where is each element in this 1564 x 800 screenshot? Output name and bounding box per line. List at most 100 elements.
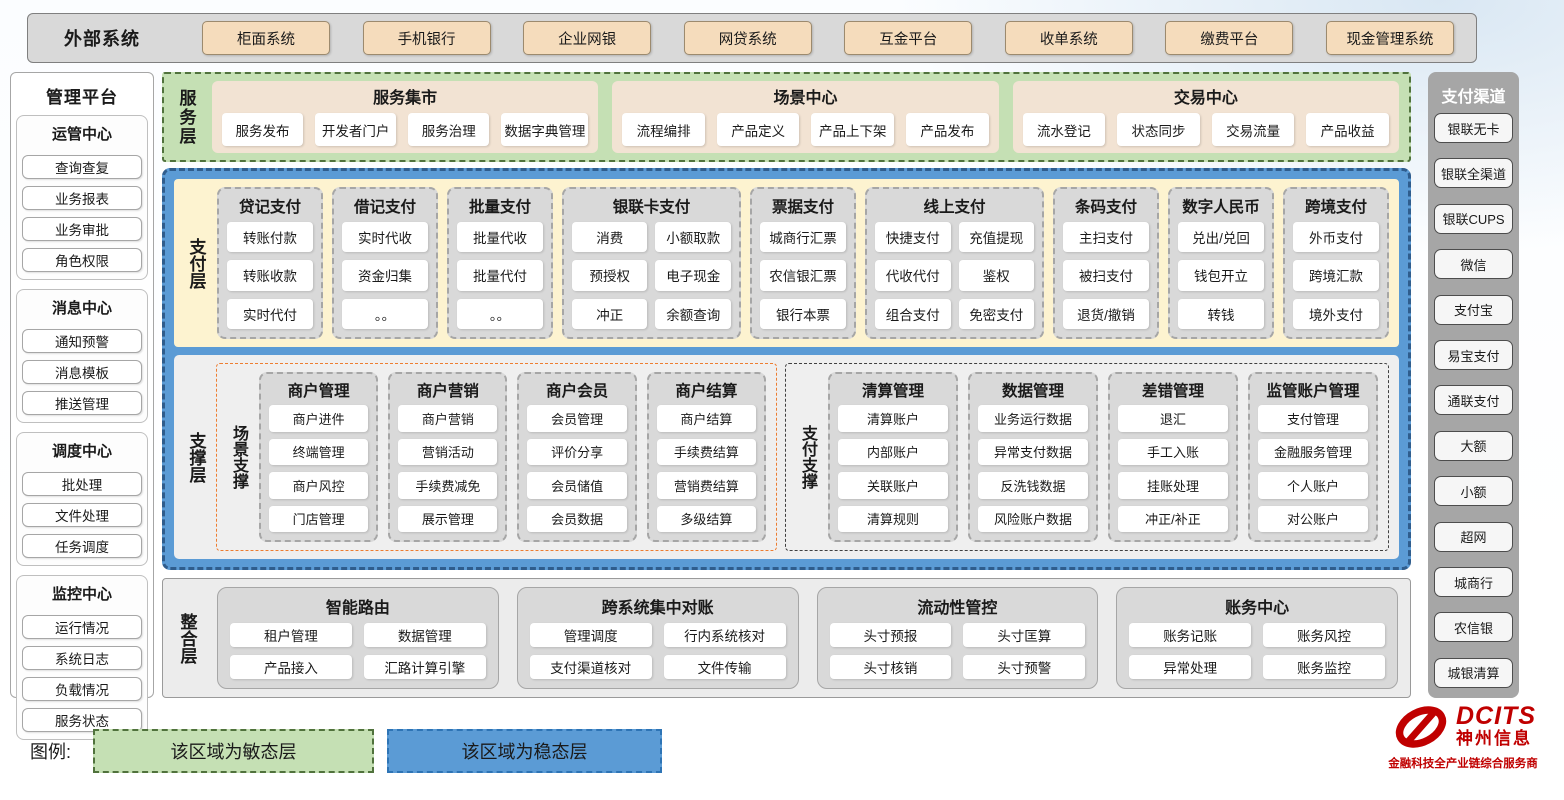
integration-item-box: 汇路计算引擎 [363,655,486,679]
external-system-box: 收单系统 [1004,21,1133,55]
management-title: 管理平台 [46,88,118,107]
support-item-box: 内部账户 [837,438,948,465]
payment-item-box: 批量代付 [456,260,543,291]
integration-layer-label: 整合层 [177,612,197,664]
integration-item-box: 租户管理 [230,623,352,647]
service-item-box: 服务治理 [408,113,490,146]
support-item-box: 商户进件 [269,405,369,432]
payment-channel-box: 大额 [1434,430,1513,461]
payment-channel-box: 通联支付 [1434,385,1513,416]
support-item-box: 会员管理 [527,405,627,432]
payment-item-box: 。。 [341,298,428,329]
legend-stable-box: 该区域为稳态层 [387,729,663,773]
support-column-title: 监管账户管理 [1266,383,1360,400]
payment-column-title: 批量支付 [468,199,531,216]
payment-column-title: 票据支付 [772,199,835,216]
management-item-box: 业务报表 [22,186,142,210]
integration-item-box: 产品接入 [230,655,352,679]
payment-column-title: 条码支付 [1075,199,1138,216]
payment-item-box: 银行本票 [760,298,846,329]
support-layer-label: 支撑层 [186,431,206,483]
payment-support-label: 支付支撑 [798,425,816,489]
integration-item-box: 头寸预报 [829,623,952,647]
support-item-box: 清算规则 [837,505,948,532]
integration-group-smart-routing: 智能路由 租户管理数据管理产品接入汇路计算引擎 [217,587,499,689]
legend-agile-box: 该区域为敏态层 [93,729,375,773]
service-group-transaction: 交易中心 流水登记状态同步交易流量产品收益 [1012,81,1399,153]
external-system-box: 缴费平台 [1165,21,1294,55]
support-item-box: 个人账户 [1257,472,1368,499]
group-title: 运管中心 [51,126,112,143]
support-item-box: 营销活动 [398,438,498,465]
payment-column-cross-border: 跨境支付 外币支付跨境汇款境外支付 [1283,187,1390,339]
payment-column-barcode: 条码支付 主扫支付被扫支付退货/撤销 [1053,187,1160,339]
legend: 图例: 该区域为敏态层 该区域为稳态层 [30,729,663,773]
legend-label: 图例: [30,742,72,762]
payment-item-box: 组合支付 [875,298,951,329]
payment-item-box: 被扫支付 [1063,260,1150,291]
support-column-title: 数据管理 [1001,383,1064,400]
support-item-box: 退汇 [1117,405,1228,432]
support-column-title: 商户结算 [675,383,738,400]
dcits-swirl-icon [1395,706,1447,748]
payment-item-box: 电子现金 [655,260,732,291]
management-item-box: 查询查复 [22,155,142,179]
payment-item-box: 实时代付 [227,298,313,329]
management-item-box: 运行情况 [22,615,142,639]
integration-group-accounting: 账务中心 账务记账账务风控异常处理账务监控 [1116,587,1398,689]
payment-layer: 支付层 贷记支付 转账付款转账收款实时代付 借记支付 实时代收资金归集。。 批量… [174,179,1399,347]
integration-group-title: 账务中心 [1225,600,1290,617]
payment-column-unionpay-card: 银联卡支付 消费小额取款预授权电子现金冲正余额查询 [561,187,742,339]
integration-item-box: 账务风控 [1263,623,1385,647]
payment-column-online: 线上支付 快捷支付充值提现代收代付鉴权组合支付免密支付 [865,187,1045,339]
payment-column-digital-rmb: 数字人民币 兑出/兑回钱包开立转钱 [1168,187,1275,339]
external-systems-label: 外部系统 [64,29,140,49]
management-item-box: 负载情况 [22,677,142,701]
support-column-title: 商户管理 [287,383,350,400]
support-item-box: 清算账户 [837,405,948,432]
payment-column-title: 借记支付 [353,199,416,216]
support-item-box: 支付管理 [1257,405,1368,432]
payment-item-box: 消费 [571,222,648,253]
management-item-box: 角色权限 [22,248,142,272]
support-item-box: 商户风控 [269,472,369,499]
integration-group-liquidity: 流动性管控 头寸预报头寸匡算头寸核销头寸预警 [816,587,1099,689]
support-column-merchant-mgmt: 商户管理 商户进件终端管理商户风控门店管理 [259,372,379,542]
management-item-box: 消息模板 [22,360,142,384]
service-item-box: 开发者门户 [315,113,397,146]
service-group-title: 交易中心 [1173,90,1238,107]
integration-item-box: 头寸预警 [963,655,1086,679]
payment-column-title: 跨境支付 [1305,199,1368,216]
support-item-box: 展示管理 [398,505,498,532]
service-group-scene: 场景中心 流程编排产品定义产品上下架产品发布 [612,81,999,153]
support-column-merchant-marketing: 商户营销 商户营销营销活动手续费减免展示管理 [388,372,508,542]
support-column-clearing: 清算管理 清算账户内部账户关联账户清算规则 [827,372,958,542]
service-group-title: 场景中心 [773,90,838,107]
management-item-box: 系统日志 [22,646,142,670]
integration-item-box: 异常处理 [1129,655,1252,679]
payment-item-box: 兑出/兑回 [1178,222,1265,253]
service-item-box: 状态同步 [1117,113,1200,146]
payment-channel-box: 城银清算 [1434,657,1513,688]
external-system-box: 互金平台 [844,21,973,55]
integration-item-box: 管理调度 [529,623,652,647]
payment-column-title: 银联卡支付 [612,199,691,216]
support-item-box: 门店管理 [269,505,369,532]
payment-channels-title: 支付渠道 [1441,89,1506,106]
service-layer-label: 服务层 [176,88,196,146]
dcits-logo: DCITS 神州信息 金融科技全产业链综合服务商 [1374,702,1552,771]
support-item-box: 多级结算 [656,505,756,532]
management-item-box: 文件处理 [22,503,142,527]
payment-channel-box: 易宝支付 [1434,340,1513,371]
management-sidebar: 管理平台 运管中心 查询查复业务报表业务审批角色权限 消息中心 通知预警消息模板… [10,72,154,740]
payment-item-box: 免密支付 [958,298,1035,329]
management-group-operations: 运管中心 查询查复业务报表业务审批角色权限 [16,115,148,280]
support-item-box: 风险账户数据 [977,505,1088,532]
payment-item-box: 代收代付 [875,260,951,291]
payment-item-box: 农信银汇票 [760,260,846,291]
management-item-box: 推送管理 [22,391,142,415]
payment-item-box: 资金归集 [341,260,428,291]
support-item-box: 挂账处理 [1117,472,1228,499]
payment-item-box: 鉴权 [958,260,1035,291]
